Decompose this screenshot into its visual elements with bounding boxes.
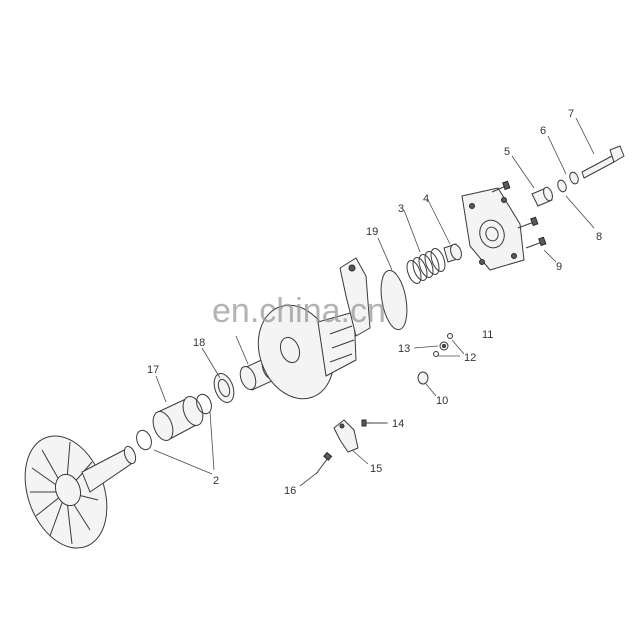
callout-10: 10 xyxy=(436,395,448,407)
callout-15: 15 xyxy=(370,463,382,475)
roller-part-10 xyxy=(417,371,429,385)
callout-labels: 2 3 4 5 6 7 8 9 10 11 12 13 14 15 16 17 … xyxy=(147,108,602,497)
ring-part-2a xyxy=(136,429,152,451)
bolt-part-middle xyxy=(517,216,539,229)
callout-6: 6 xyxy=(540,125,546,137)
callout-7: 7 xyxy=(568,108,574,120)
callout-14: 14 xyxy=(392,418,404,430)
bolt-part-lower xyxy=(525,236,547,249)
washer-part-6 xyxy=(569,171,579,185)
watermark-text: en.china.cn xyxy=(212,292,386,330)
bushing-part-5 xyxy=(531,186,553,207)
collar-part-4 xyxy=(443,243,462,263)
bushing-part-17 xyxy=(152,396,204,441)
callout-8: 8 xyxy=(596,231,602,243)
callout-18: 18 xyxy=(193,337,205,349)
callout-4: 4 xyxy=(423,193,429,205)
cover-plate-part xyxy=(461,187,525,271)
cylinder-part xyxy=(380,269,408,331)
callout-13: 13 xyxy=(398,343,410,355)
callout-5: 5 xyxy=(504,146,510,158)
weight-arm-part-15 xyxy=(333,419,359,453)
bolt-part-7 xyxy=(581,145,625,179)
callout-3: 3 xyxy=(398,203,404,215)
fan-sheave-part xyxy=(24,435,137,549)
washer-part-18 xyxy=(213,373,235,403)
callout-19: 19 xyxy=(366,226,378,238)
washer-part-12a xyxy=(447,333,453,339)
moveable-sheave-part xyxy=(257,304,357,400)
washer-part-12b xyxy=(433,351,439,357)
callout-9: 9 xyxy=(556,261,562,273)
callout-12: 12 xyxy=(464,352,476,364)
nut-part-13 xyxy=(439,341,449,351)
callout-11: 11 xyxy=(482,329,493,341)
leader-lines xyxy=(153,117,595,487)
spider-part-19 xyxy=(339,257,371,337)
callout-17: 17 xyxy=(147,364,159,376)
washer-part-8 xyxy=(557,179,567,193)
pin-part-16 xyxy=(315,451,333,475)
ring-part-2b xyxy=(196,393,212,415)
spring-part-3 xyxy=(406,248,446,284)
callout-16: 16 xyxy=(284,485,296,497)
bolt-part-upper xyxy=(491,180,511,193)
callout-2: 2 xyxy=(213,475,219,487)
